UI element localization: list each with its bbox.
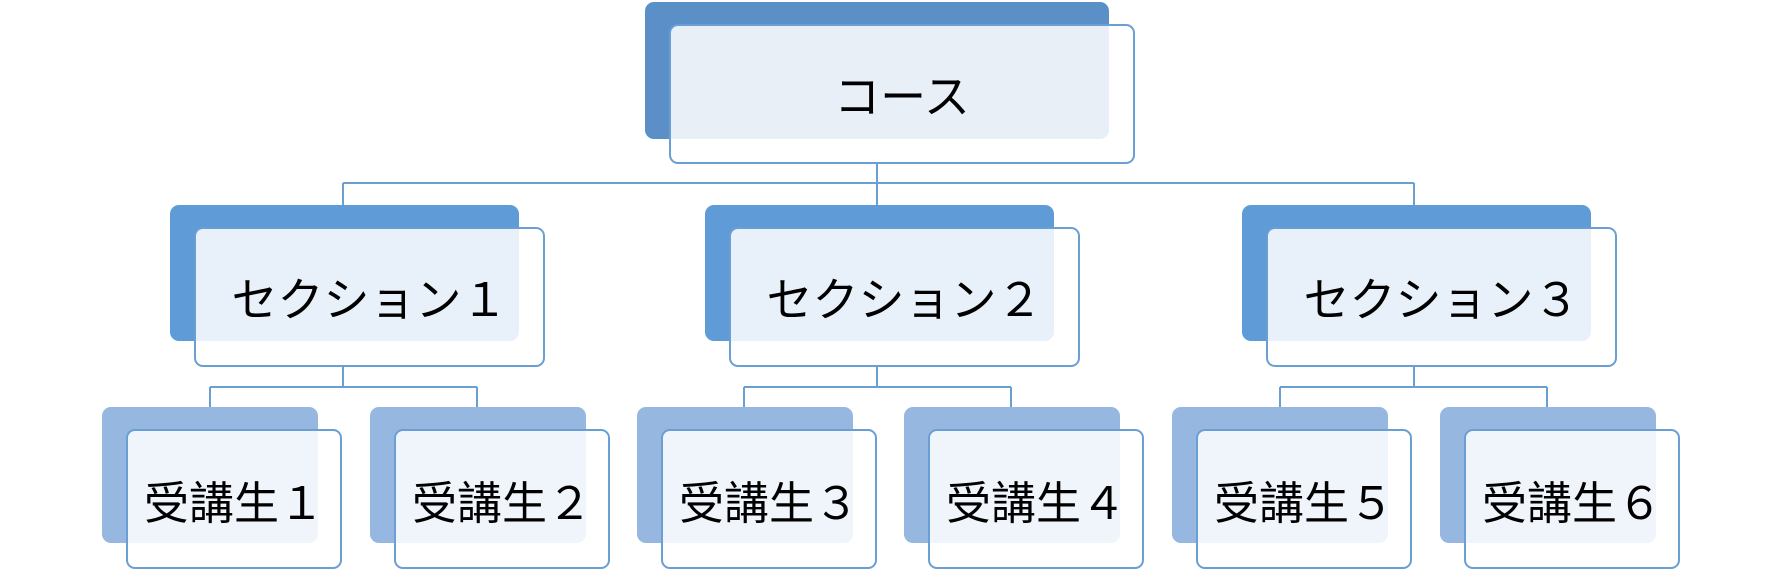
root-node: コース <box>645 2 1135 164</box>
section-node-2: セクション２ <box>705 205 1080 367</box>
student-node-label: 受講生６ <box>1481 476 1662 530</box>
student-node-box: 受講生４ <box>928 429 1144 569</box>
student-node-box: 受講生３ <box>661 429 877 569</box>
student-node-label: 受講生１ <box>143 476 324 530</box>
student-node-label: 受講生３ <box>678 476 859 530</box>
student-node-5: 受講生５ <box>1172 407 1412 569</box>
section-node-box: セクション１ <box>194 227 545 367</box>
student-node-label: 受講生５ <box>1213 476 1394 530</box>
section-node-1: セクション１ <box>170 205 545 367</box>
student-node-box: 受講生５ <box>1196 429 1412 569</box>
root-node-label: コース <box>834 70 970 124</box>
student-node-label: 受講生２ <box>411 476 592 530</box>
section-node-box: セクション２ <box>729 227 1080 367</box>
student-node-label: 受講生４ <box>945 476 1126 530</box>
root-node-box: コース <box>669 24 1135 164</box>
section-node-box: セクション３ <box>1266 227 1617 367</box>
student-node-box: 受講生２ <box>394 429 610 569</box>
student-node-box: 受講生６ <box>1464 429 1680 569</box>
section-node-label: セクション２ <box>766 273 1043 327</box>
section-node-label: セクション１ <box>231 273 508 327</box>
student-node-1: 受講生１ <box>102 407 342 569</box>
student-node-3: 受講生３ <box>637 407 877 569</box>
student-node-6: 受講生６ <box>1440 407 1680 569</box>
section-node-3: セクション３ <box>1242 205 1617 367</box>
student-node-4: 受講生４ <box>904 407 1144 569</box>
student-node-2: 受講生２ <box>370 407 610 569</box>
section-node-label: セクション３ <box>1303 273 1580 327</box>
student-node-box: 受講生１ <box>126 429 342 569</box>
